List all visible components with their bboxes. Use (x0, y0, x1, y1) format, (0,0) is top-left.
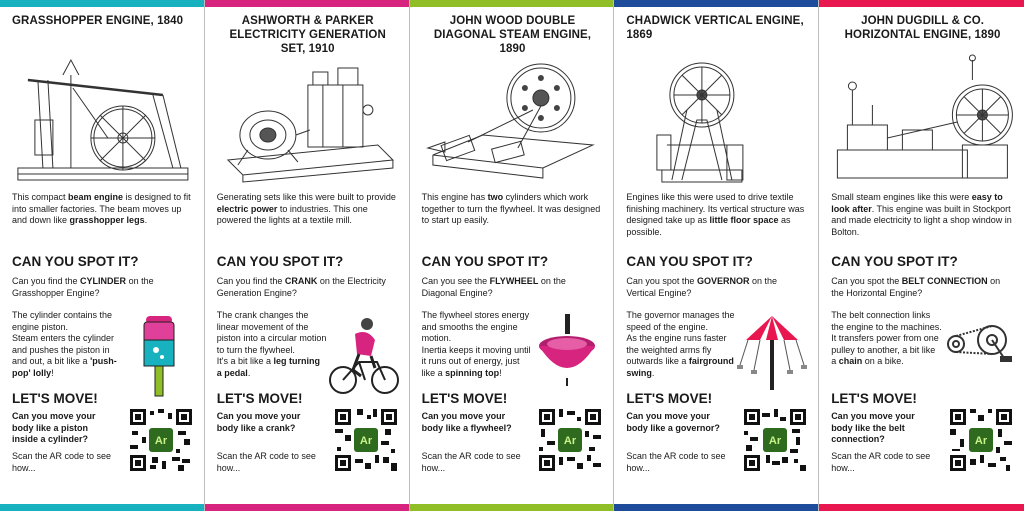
fairground-swing-icon (737, 316, 808, 390)
bike-chain-icon (946, 325, 1012, 362)
intro-text: This engine has two cylinders which work… (421, 192, 601, 225)
top-color-bar (614, 0, 819, 7)
ar-badge-label: Ar (975, 435, 988, 447)
spot-question: Can you find the CRANK on the Electricit… (216, 276, 386, 298)
spot-explanation: The crank changes the linear movement of… (217, 310, 399, 398)
push-pop-lolly-icon (143, 316, 175, 397)
explanation-text: The crank changes the linear movement of… (216, 310, 327, 378)
move-heading: LET'S MOVE! (831, 391, 917, 406)
spot-heading: CAN YOU SPOT IT? (216, 254, 344, 269)
top-color-bar (819, 0, 1024, 7)
lets-move-section: LET'S MOVE! Can you move your body like … (626, 391, 809, 474)
ar-badge-label: Ar (359, 435, 372, 447)
ar-qr-code[interactable]: Ar (537, 407, 604, 473)
ar-qr-code[interactable]: Ar (742, 407, 809, 473)
lets-move-section: LET'S MOVE! Can you move your body like … (831, 391, 1014, 474)
spot-question: Can you find the CYLINDER on the Grassho… (12, 276, 154, 298)
intro-text: This compact beam engine is designed to … (12, 192, 191, 225)
spot-question: Can you spot the GOVERNOR on the Vertica… (626, 276, 777, 298)
explanation-text: The cylinder contains the engine piston.… (12, 310, 117, 378)
scan-instruction: Scan the AR code to see how... (421, 451, 521, 473)
bottom-color-bar (0, 504, 204, 511)
top-color-bar (409, 0, 614, 7)
panel-title: CHADWICK VERTICAL ENGINE, 1869 (626, 15, 804, 41)
panel-electricity-generation-set: ASHWORTH & PARKER ELECTRICITY GENERATION… (204, 0, 410, 511)
ar-badge-label: Ar (155, 435, 168, 447)
horizontal-engine-illustration (837, 54, 1014, 179)
intro-text: Engines like this were used to drive tex… (626, 192, 805, 237)
spot-heading: CAN YOU SPOT IT? (421, 254, 549, 269)
spot-explanation: The governor manages the speed of the en… (626, 310, 808, 398)
ar-qr-code[interactable]: Ar (127, 407, 194, 473)
spot-heading: CAN YOU SPOT IT? (12, 254, 139, 269)
scan-instruction: Scan the AR code to see how... (12, 451, 112, 473)
diagonal-engine-illustration (425, 63, 595, 179)
ar-qr-code[interactable]: Ar (332, 407, 399, 473)
panel-horizontal-engine: JOHN DUGDILL & CO. HORIZONTAL ENGINE, 18… (819, 0, 1024, 511)
lets-move-section: LET'S MOVE! Can you move your body like … (217, 391, 399, 474)
move-question: Can you move your body like a governor? (626, 411, 720, 433)
top-color-bar (0, 0, 204, 7)
generation-set-illustration (226, 67, 394, 183)
spot-question: Can you spot the BELT CONNECTION on the … (831, 276, 1001, 298)
spot-explanation: The flywheel stores energy and smooths t… (422, 310, 604, 398)
ar-badge-label: Ar (564, 435, 577, 447)
bottom-color-bar (614, 504, 819, 511)
ar-badge-label: Ar (769, 435, 782, 447)
move-question: Can you move your body like a piston ins… (12, 411, 96, 444)
move-question: Can you move your body like a crank? (216, 411, 301, 433)
spot-heading: CAN YOU SPOT IT? (831, 254, 958, 269)
cyclist-icon (328, 318, 399, 394)
spinning-top-icon (539, 314, 596, 386)
move-heading: LET'S MOVE! (421, 391, 508, 406)
explanation-text: The flywheel stores energy and smooths t… (421, 310, 531, 378)
spot-heading: CAN YOU SPOT IT? (626, 254, 753, 269)
explanation-text: The belt connection links the engine to … (831, 310, 942, 366)
panel-title: ASHWORTH & PARKER ELECTRICITY GENERATION… (229, 15, 386, 55)
panel-title: GRASSHOPPER ENGINE, 1840 (12, 15, 184, 27)
top-color-bar (204, 0, 409, 7)
lets-move-section: LET'S MOVE! Can you move your body like … (12, 391, 194, 474)
panel-title: JOHN WOOD DOUBLE DIAGONAL STEAM ENGINE, … (433, 15, 592, 55)
move-heading: LET'S MOVE! (626, 391, 713, 406)
panel-double-diagonal-engine: JOHN WOOD DOUBLE DIAGONAL STEAM ENGINE, … (409, 0, 615, 511)
scan-instruction: Scan the AR code to see how... (626, 451, 726, 473)
move-question: Can you move your body like a flywheel? (421, 411, 512, 433)
move-question: Can you move your body like the belt con… (831, 411, 915, 444)
intro-text: Generating sets like this were built to … (216, 192, 396, 225)
explanation-text: The governor manages the speed of the en… (626, 310, 735, 378)
scan-instruction: Scan the AR code to see how... (216, 451, 316, 473)
spot-explanation: The cylinder contains the engine piston.… (12, 310, 194, 398)
lets-move-section: LET'S MOVE! Can you move your body like … (422, 391, 604, 474)
move-heading: LET'S MOVE! (12, 391, 98, 406)
grasshopper-engine-illustration (17, 58, 189, 181)
ar-qr-code[interactable]: Ar (947, 407, 1014, 473)
bottom-color-bar (409, 504, 614, 511)
spot-explanation: The belt connection links the engine to … (831, 310, 1014, 398)
bottom-color-bar (819, 504, 1024, 511)
panel-title: JOHN DUGDILL & CO. HORIZONTAL ENGINE, 18… (844, 15, 1001, 41)
vertical-engine-illustration (656, 62, 744, 183)
move-heading: LET'S MOVE! (216, 391, 303, 406)
intro-text: Small steam engines like this were easy … (831, 192, 1012, 237)
bottom-color-bar (204, 504, 409, 511)
scan-instruction: Scan the AR code to see how... (831, 451, 931, 473)
panel-grasshopper-engine: GRASSHOPPER ENGINE, 1840 Thi (0, 0, 205, 511)
spot-question: Can you see the FLYWHEEL on the Diagonal… (421, 276, 566, 298)
panel-vertical-engine: CHADWICK VERTICAL ENGINE, 1869 Engines l… (614, 0, 820, 511)
